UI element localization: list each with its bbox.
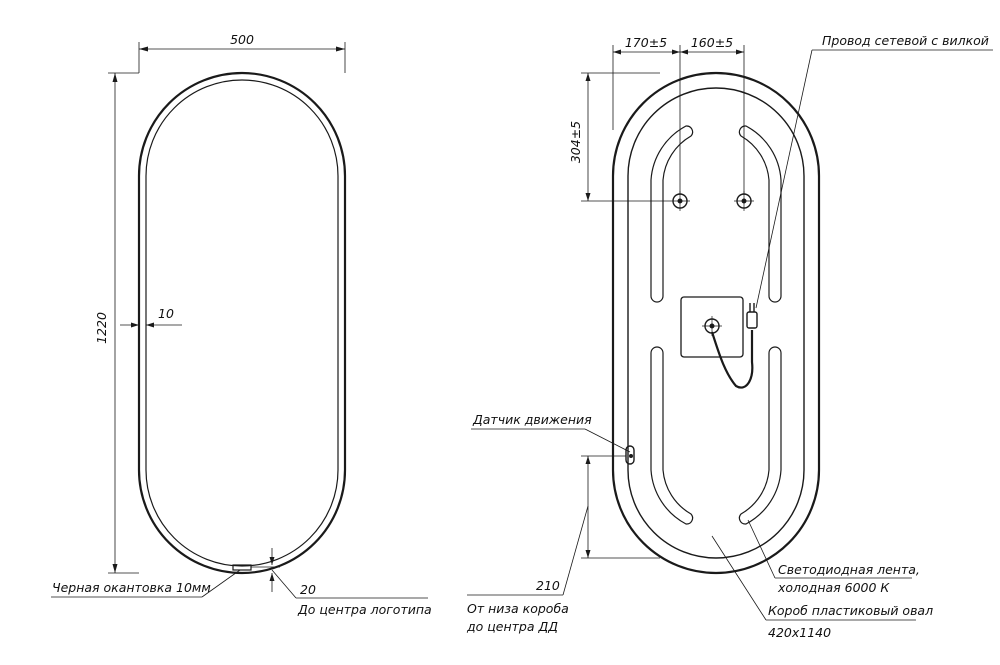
power-cord xyxy=(710,303,758,389)
power-connector-box xyxy=(680,296,744,358)
led-callout: Светодиодная лента, холодная 6000 К xyxy=(747,519,920,595)
offset-right-label: 160±5 xyxy=(691,35,733,50)
motion-sensor xyxy=(625,445,635,465)
height-label: 1220 xyxy=(94,312,109,344)
mirror-inner-outline xyxy=(145,79,339,567)
offset-left-label: 170±5 xyxy=(625,35,667,50)
sensor-position-note-1: От низа короба xyxy=(467,601,569,616)
height-dimension: 1220 xyxy=(94,72,139,574)
mirror-outer-outline xyxy=(137,71,347,575)
border-note: Черная окантовка 10мм xyxy=(52,580,211,595)
box-note: Короб пластиковый овал xyxy=(768,603,933,618)
power-cord-note: Провод сетевой с вилкой xyxy=(822,33,989,48)
motion-sensor-callout: Датчик движения xyxy=(471,412,631,453)
sensor-height-dimension: 210 От низа короба до центра ДД xyxy=(466,455,660,634)
back-view: 170±5 160±5 304±5 210 От низа короба до … xyxy=(466,33,993,640)
mount-height-label: 304±5 xyxy=(568,121,583,163)
led-note-1: Светодиодная лента, xyxy=(778,562,920,577)
logo-marker xyxy=(232,564,252,571)
back-mirror-outline xyxy=(611,71,821,575)
mount-height-dimension: 304±5 xyxy=(568,72,670,202)
motion-sensor-note: Датчик движения xyxy=(472,412,592,427)
logo-note-callout: До центра логотипа xyxy=(271,569,432,617)
logo-offset-dimension: 20 xyxy=(251,548,316,597)
width-label: 500 xyxy=(230,32,254,47)
border-thickness-dimension: 10 xyxy=(120,306,182,328)
front-view: 500 1220 10 20 Черная xyxy=(51,32,432,617)
sensor-height-label: 210 xyxy=(536,578,560,593)
logo-note: До центра логотипа xyxy=(297,602,432,617)
power-cord-callout: Провод сетевой с вилкой xyxy=(755,33,993,309)
led-strip-channels xyxy=(650,125,782,525)
box-callout: Короб пластиковый овал 420x1140 xyxy=(711,535,933,640)
border-thickness-label: 10 xyxy=(158,306,174,321)
border-note-callout: Черная окантовка 10мм xyxy=(51,569,241,598)
plug-icon xyxy=(746,311,758,329)
led-note-2: холодная 6000 К xyxy=(777,580,890,595)
box-size-note: 420x1140 xyxy=(768,625,831,640)
width-dimension: 500 xyxy=(138,32,346,73)
sensor-position-note-2: до центра ДД xyxy=(466,619,558,634)
mount-offset-dimension: 170±5 160±5 xyxy=(612,35,745,195)
plastic-box-outline xyxy=(627,87,805,559)
mount-hole-left xyxy=(670,191,690,211)
logo-offset-label: 20 xyxy=(300,582,316,597)
